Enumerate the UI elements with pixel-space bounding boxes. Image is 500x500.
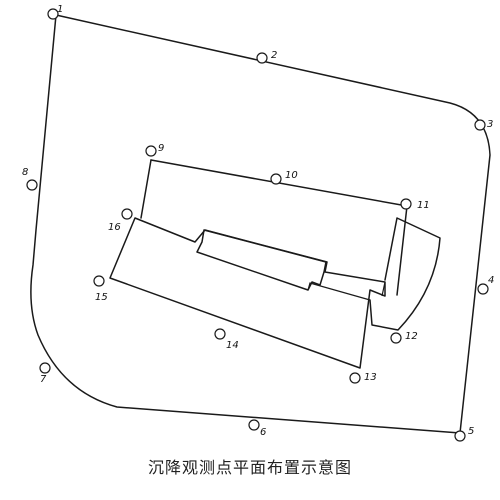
observation-point-8 bbox=[26, 179, 38, 191]
observation-point-label-7: 7 bbox=[40, 374, 47, 385]
diagram-caption: 沉降观测点平面布置示意图 bbox=[147, 458, 352, 477]
observation-point-2 bbox=[256, 52, 268, 64]
building-right-wing bbox=[369, 217, 441, 331]
building-core-block bbox=[196, 229, 327, 291]
observation-point-3 bbox=[474, 119, 486, 131]
observation-point-5 bbox=[454, 430, 466, 442]
observation-point-label-5: 5 bbox=[468, 426, 474, 437]
outer-boundary bbox=[30, 14, 491, 434]
observation-point-label-11: 11 bbox=[417, 200, 430, 211]
observation-point-4 bbox=[477, 283, 489, 295]
building-left-edge bbox=[140, 159, 152, 219]
observation-point-label-8: 8 bbox=[22, 167, 28, 178]
observation-point-16 bbox=[121, 208, 133, 220]
observation-point-label-14: 14 bbox=[226, 340, 239, 351]
observation-point-label-9: 9 bbox=[158, 143, 164, 154]
observation-point-label-2: 2 bbox=[271, 50, 277, 61]
observation-point-12 bbox=[390, 332, 402, 344]
observation-point-label-13: 13 bbox=[364, 372, 377, 383]
observation-point-10 bbox=[270, 173, 282, 185]
building-inner-step bbox=[307, 282, 371, 301]
observation-point-label-12: 12 bbox=[405, 331, 418, 342]
observation-point-label-10: 10 bbox=[285, 170, 298, 181]
observation-point-13 bbox=[349, 372, 361, 384]
observation-point-6 bbox=[248, 419, 260, 431]
observation-point-label-15: 15 bbox=[95, 292, 108, 303]
observation-point-label-3: 3 bbox=[487, 119, 493, 130]
observation-point-11 bbox=[400, 198, 412, 210]
observation-point-15 bbox=[93, 275, 105, 287]
observation-point-label-6: 6 bbox=[260, 427, 266, 438]
observation-point-9 bbox=[145, 145, 157, 157]
building-wing-divider bbox=[381, 281, 386, 297]
observation-point-label-4: 4 bbox=[488, 275, 494, 286]
observation-point-7 bbox=[39, 362, 51, 374]
observation-point-label-16: 16 bbox=[108, 222, 121, 233]
observation-point-14 bbox=[214, 328, 226, 340]
observation-point-label-1: 1 bbox=[57, 4, 63, 15]
observation-point-1 bbox=[47, 8, 59, 20]
